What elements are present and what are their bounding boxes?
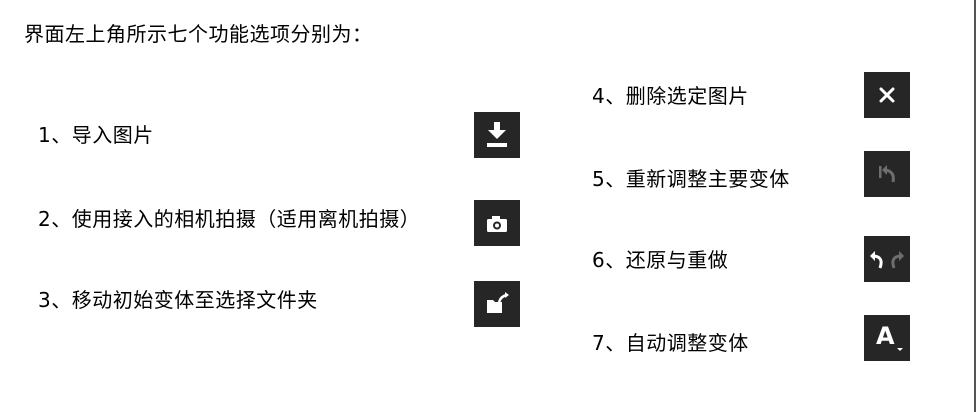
move-to-folder-button[interactable] [474, 281, 520, 327]
close-icon [879, 87, 895, 103]
label-import-images: 1、导入图片 [38, 123, 154, 147]
label-tethered-capture: 2、使用接入的相机拍摄（适用离机拍摄） [38, 207, 421, 231]
import-button[interactable] [474, 112, 520, 158]
reset-variant-button[interactable] [864, 151, 910, 197]
label-undo-redo: 6、还原与重做 [592, 248, 729, 272]
undo-redo-button[interactable] [864, 236, 910, 282]
reset-icon [879, 165, 895, 183]
label-reset-variant: 5、重新调整主要变体 [592, 167, 790, 191]
page-title: 界面左上角所示七个功能选项分别为： [24, 22, 373, 46]
undo-redo-icon [870, 251, 904, 269]
folder-move-icon [487, 292, 509, 313]
label-move-variants: 3、移动初始变体至选择文件夹 [38, 288, 318, 312]
auto-adjust-icon: A [864, 315, 910, 361]
label-delete-images: 4、删除选定图片 [592, 84, 749, 108]
delete-button[interactable] [864, 72, 910, 118]
label-auto-adjust: 7、自动调整变体 [592, 331, 749, 355]
auto-adjust-button[interactable]: A [864, 315, 910, 361]
camera-icon [487, 216, 507, 232]
camera-capture-button[interactable] [474, 200, 520, 246]
chevron-down-icon [897, 348, 903, 351]
download-icon [487, 122, 507, 147]
